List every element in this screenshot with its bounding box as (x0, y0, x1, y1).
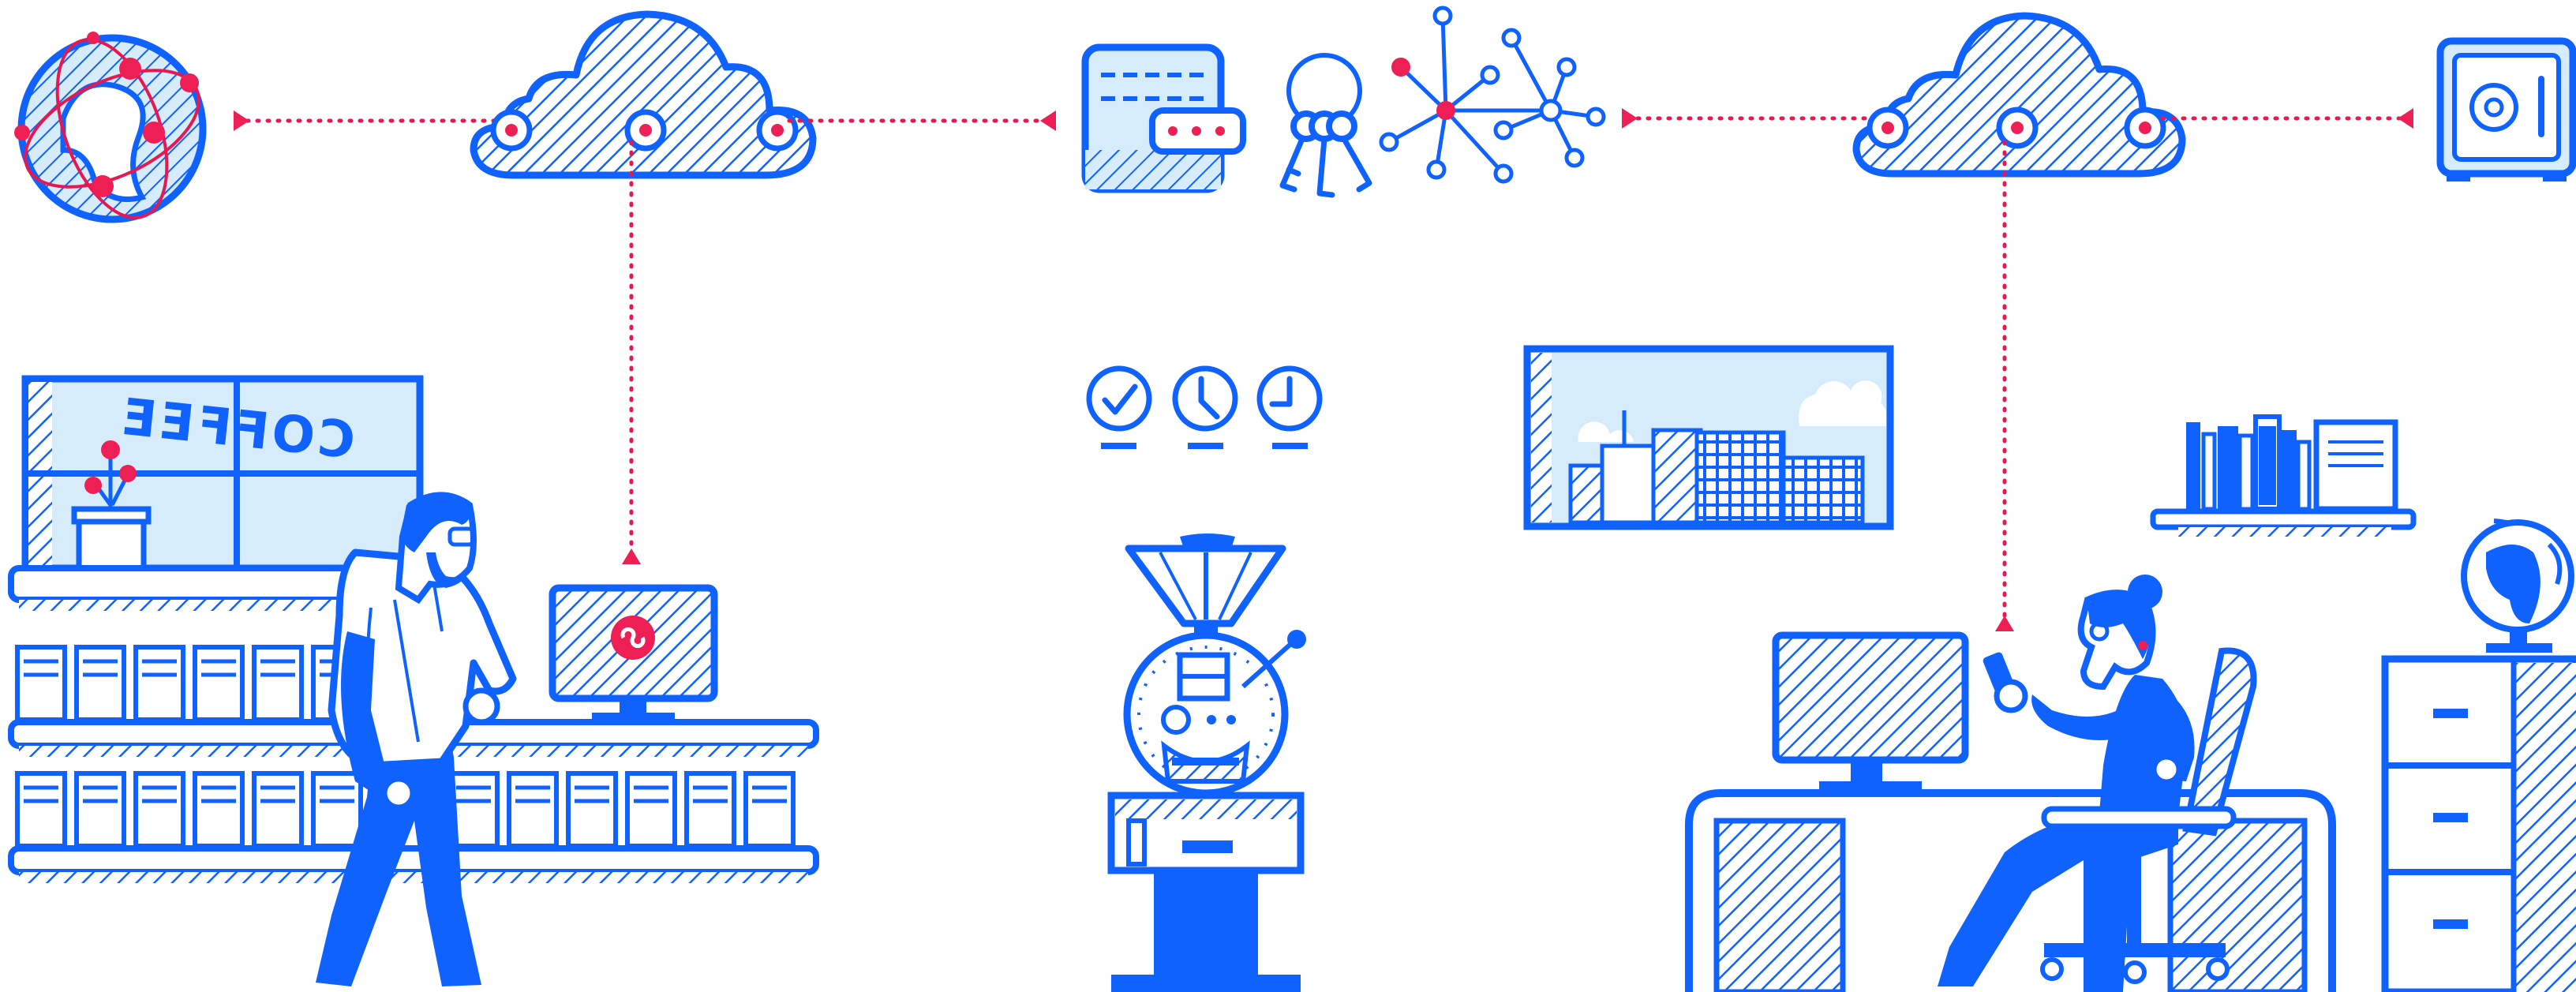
man-figure (316, 492, 517, 986)
safe-icon (2436, 37, 2576, 182)
office-scene (1523, 345, 2576, 992)
coffee-roaster-icon (1107, 533, 1306, 992)
cloud-right-icon (1852, 12, 2186, 178)
status-clocks (1086, 365, 1323, 449)
clock-icon (1172, 365, 1238, 449)
bookshelf (2150, 414, 2417, 537)
desk-computer-icon (1772, 631, 1969, 791)
clock-two-icon (1256, 365, 1323, 449)
city-window (1523, 345, 1894, 530)
woman-figure (1938, 575, 2257, 992)
wallet-icon (1081, 43, 1246, 193)
roaster-scene (1086, 365, 1323, 992)
top-network-row (14, 6, 2576, 631)
desk-globe-icon (2461, 518, 2574, 653)
file-cabinet (2381, 655, 2576, 992)
coffee-shop-scene: COFFEE (8, 375, 819, 986)
network-graph-icon (1379, 6, 1606, 184)
check-clock-icon (1086, 365, 1152, 449)
shop-window: COFFEE (21, 375, 424, 572)
cloud-left-icon (470, 10, 817, 179)
keys-icon (1279, 53, 1372, 198)
globe-network-icon (14, 32, 207, 223)
flower-pot (71, 440, 152, 571)
laptop-logo-icon (549, 584, 718, 722)
